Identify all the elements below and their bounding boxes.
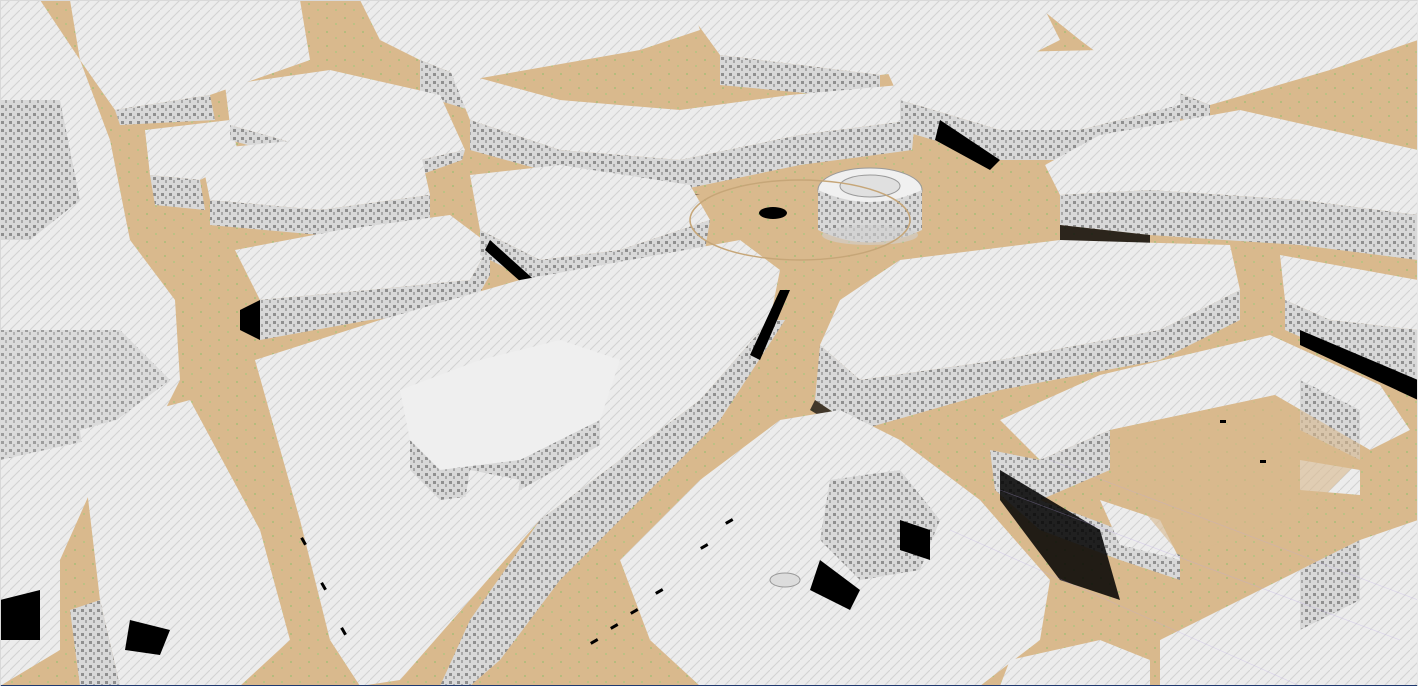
plaza-fountain-void xyxy=(759,207,787,219)
building-block-top-left xyxy=(70,0,310,125)
building-block-far-right-middle xyxy=(1280,255,1418,400)
plaza-outline xyxy=(689,179,911,261)
building-strip-left-edge xyxy=(0,0,180,686)
building-block-center xyxy=(470,165,710,290)
building-block-mid-left xyxy=(235,215,490,340)
courtyard-ground-right xyxy=(1110,395,1370,555)
street-shadow-marks xyxy=(300,420,1266,645)
building-block-bottom-center-right xyxy=(1000,640,1150,686)
building-block-bottom-right xyxy=(1160,520,1418,686)
building-courtyard-inner xyxy=(400,340,620,540)
building-block-left-lower xyxy=(70,400,290,686)
rotunda-building xyxy=(817,167,923,245)
viewer-grid-lines xyxy=(949,459,1418,686)
building-pair-center-left xyxy=(200,140,430,235)
building-block-south-center xyxy=(620,410,1050,686)
